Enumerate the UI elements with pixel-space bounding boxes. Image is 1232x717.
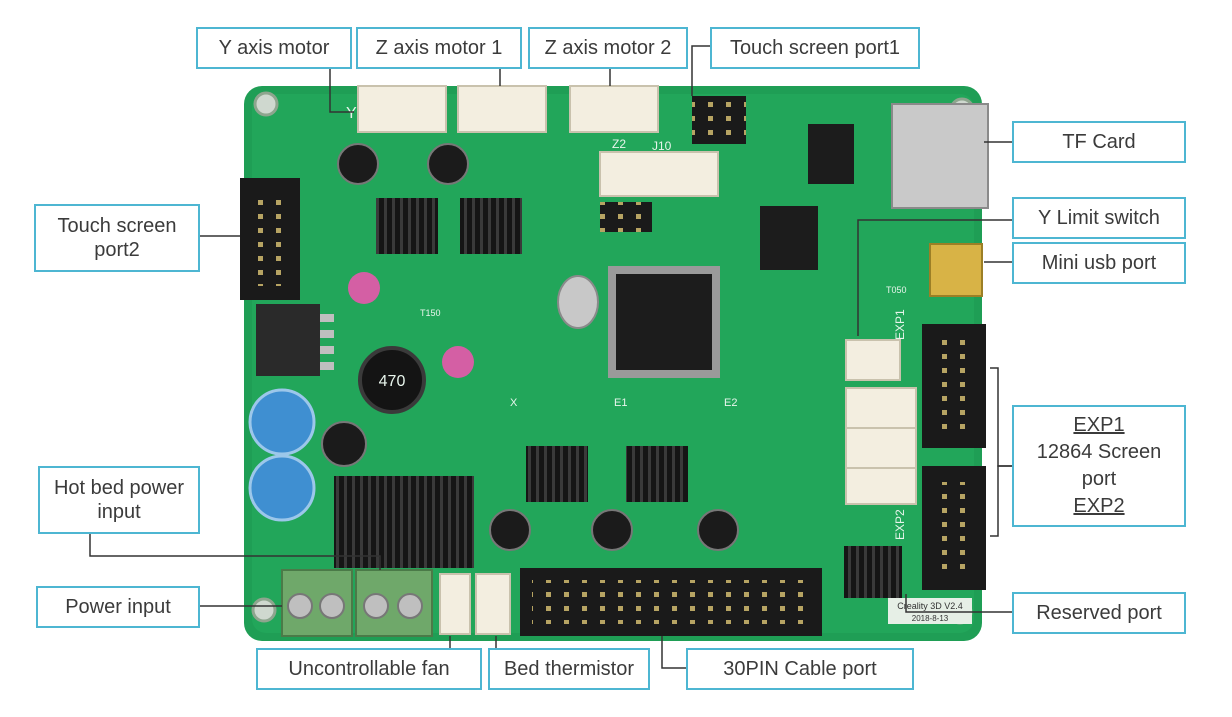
fan-connector xyxy=(439,573,471,635)
tf-card-slot xyxy=(891,103,989,209)
silk-e1: E1 xyxy=(614,397,627,409)
silk-exp2: EXP2 xyxy=(893,509,907,540)
label-power-input-text: Power input xyxy=(65,596,171,618)
label-hot-bed-power-input: Hot bed power input xyxy=(38,466,200,534)
cap-2 xyxy=(427,143,469,185)
board-model-text: Creality 3D V2.4 xyxy=(897,601,963,611)
limit-conn-z2 xyxy=(845,467,917,505)
heatsink-6 xyxy=(844,546,902,598)
label-touch-screen-port2: Touch screen port2 xyxy=(34,204,200,272)
label-mini-usb-port: Mini usb port xyxy=(1012,242,1186,284)
leader-lines xyxy=(89,45,1012,669)
heatsink-3 xyxy=(526,446,588,502)
label-screen-port-line2: port xyxy=(1081,468,1117,490)
label-touch-screen-port2-line1: Touch screen xyxy=(57,215,177,237)
limit-conn-x xyxy=(845,387,917,429)
mcu xyxy=(616,274,712,370)
chip-top xyxy=(808,124,854,184)
label-tf-card: TF Card xyxy=(1012,121,1186,163)
label-touch-screen-port1-text: Touch screen port1 xyxy=(729,37,901,59)
usb-chip xyxy=(760,206,818,270)
label-hot-bed-power-line1: Hot bed power xyxy=(53,477,185,499)
touch-port1-header xyxy=(692,96,746,144)
heatsink-5 xyxy=(334,476,474,568)
cap-blue-1 xyxy=(248,388,316,456)
heatsink-1 xyxy=(376,198,438,254)
cap-3 xyxy=(321,421,367,467)
mount-hole-tl xyxy=(253,91,279,117)
thermistor-connector xyxy=(475,573,511,635)
label-z-axis-motor-2-text: Z axis motor 2 xyxy=(544,37,672,59)
label-uncontrollable-fan-text: Uncontrollable fan xyxy=(288,658,450,680)
silk-t050: T050 xyxy=(886,285,907,295)
label-30pin-cable-port: 30PIN Cable port xyxy=(686,648,914,690)
label-bed-thermistor-text: Bed thermistor xyxy=(503,658,635,680)
label-bed-thermistor: Bed thermistor xyxy=(488,648,650,690)
label-y-limit-switch: Y Limit switch xyxy=(1012,197,1186,239)
label-exp-screen-port: EXP1 12864 Screen port EXP2 xyxy=(1012,405,1186,527)
cap-6 xyxy=(697,509,739,551)
label-reserved-port: Reserved port xyxy=(1012,592,1186,634)
silk-t150: T150 xyxy=(420,308,441,318)
mount-hole-bl xyxy=(251,597,277,623)
label-exp2: EXP2 xyxy=(1073,495,1125,517)
label-y-axis-motor: Y axis motor xyxy=(196,27,352,69)
label-touch-screen-port2-line2: port2 xyxy=(94,239,140,261)
cap-1 xyxy=(337,143,379,185)
label-uncontrollable-fan: Uncontrollable fan xyxy=(256,648,482,690)
silk-e2: E2 xyxy=(724,397,737,409)
heatsink-4 xyxy=(626,446,688,502)
label-z-axis-motor-2: Z axis motor 2 xyxy=(528,27,688,69)
crystal xyxy=(557,275,599,329)
silk-j10: J10 xyxy=(652,139,672,153)
silk-y: Y xyxy=(346,105,357,122)
silk-inductor: 470 xyxy=(379,373,406,390)
cap-4 xyxy=(489,509,531,551)
silk-exp1: EXP1 xyxy=(893,309,907,340)
label-touch-screen-port1: Touch screen port1 xyxy=(710,27,920,69)
j10-connector xyxy=(599,151,719,197)
silk-x: X xyxy=(510,397,518,409)
label-mini-usb-port-text: Mini usb port xyxy=(1041,252,1157,274)
y-motor-connector xyxy=(357,85,447,133)
label-reserved-port-text: Reserved port xyxy=(1036,602,1162,624)
label-power-input: Power input xyxy=(36,586,200,628)
limit-conn-y xyxy=(845,339,901,381)
z2-motor-connector xyxy=(569,85,659,133)
label-z-axis-motor-1: Z axis motor 1 xyxy=(356,27,522,69)
z1-motor-connector xyxy=(457,85,547,133)
cap-pink-1 xyxy=(348,272,380,304)
label-hot-bed-power-line2: input xyxy=(97,501,141,523)
label-y-limit-switch-text: Y Limit switch xyxy=(1038,207,1160,229)
label-exp1: EXP1 xyxy=(1073,414,1125,436)
label-tf-card-text: TF Card xyxy=(1062,131,1136,153)
cap-blue-2 xyxy=(248,454,316,522)
g-header xyxy=(600,202,652,232)
label-z-axis-motor-1-text: Z axis motor 1 xyxy=(375,37,503,59)
inductor xyxy=(358,346,426,414)
mini-usb xyxy=(929,243,983,297)
cap-5 xyxy=(591,509,633,551)
label-screen-port-line1: 12864 Screen xyxy=(1036,441,1162,463)
silk-z2: Z2 xyxy=(612,137,626,151)
cap-pink-2 xyxy=(442,346,474,378)
regulator xyxy=(256,304,320,376)
board-date-text: 2018-8-13 xyxy=(912,614,949,623)
label-y-axis-motor-text: Y axis motor xyxy=(218,37,330,59)
limit-conn-z1 xyxy=(845,427,917,469)
heatsink-2 xyxy=(460,198,522,254)
label-30pin-cable-port-text: 30PIN Cable port xyxy=(723,658,877,680)
